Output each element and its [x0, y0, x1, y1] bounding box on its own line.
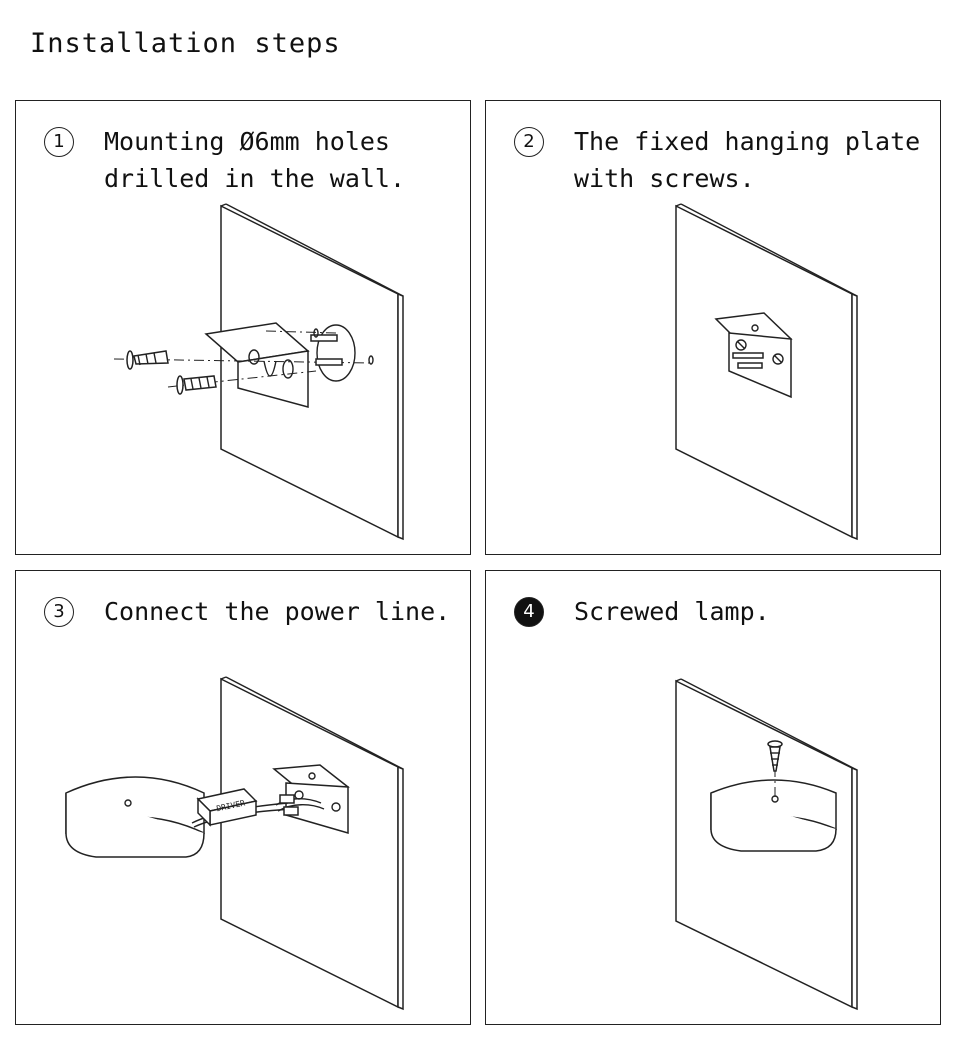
page-title: Installation steps	[30, 28, 341, 59]
step-1-illustration	[113, 203, 404, 541]
screw	[767, 740, 783, 797]
wall-hole	[316, 324, 356, 382]
step-2-number: 2	[514, 127, 544, 157]
step-1-text: Mounting Ø6mm holes drilled in the wall.	[104, 127, 406, 193]
hanging-plate	[204, 322, 310, 408]
hanging-plate	[272, 764, 350, 834]
lamp-body	[65, 776, 205, 858]
power-driver: DRIVER	[196, 788, 258, 827]
connectors	[279, 794, 299, 816]
wall-panel	[220, 676, 404, 1011]
step-3-number: 3	[44, 597, 74, 627]
lamp-body	[710, 779, 837, 852]
step-3-text: Connect the power line.	[104, 597, 451, 626]
screw-1	[126, 350, 169, 370]
step-2-panel: 2 The fixed hanging plate with screws.	[485, 100, 941, 555]
step-4-number: 4	[514, 597, 544, 627]
step-2-illustration	[675, 203, 858, 541]
screw-2	[176, 375, 217, 395]
step-1-panel: 1 Mounting Ø6mm holes drilled in the wal…	[15, 100, 471, 555]
step-4-illustration	[675, 678, 858, 1011]
step-3-illustration: DRIVER	[65, 676, 404, 1011]
step-1-number: 1	[44, 127, 74, 157]
wall-anchors	[310, 328, 374, 366]
step-4-panel: 4 Screwed lamp.	[485, 570, 941, 1025]
step-3-panel: 3 Connect the power line.	[15, 570, 471, 1025]
hanging-plate	[714, 312, 793, 399]
step-4-text: Screwed lamp.	[574, 597, 770, 626]
step-2-text: The fixed hanging plate with screws.	[574, 127, 921, 193]
